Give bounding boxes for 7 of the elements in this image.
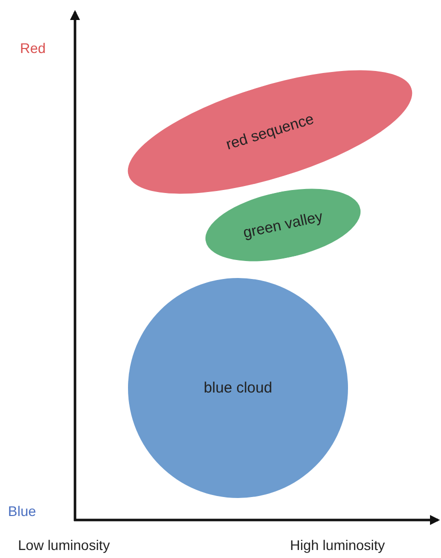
axis-end-label: High luminosity bbox=[290, 537, 385, 553]
region-label: red sequence bbox=[223, 110, 317, 156]
region-label: green valley bbox=[240, 207, 326, 244]
axis-end-label: Blue bbox=[8, 503, 36, 519]
axis-end-label: Red bbox=[20, 40, 46, 56]
axis-end-label: Low luminosity bbox=[18, 537, 110, 553]
region-label: blue cloud bbox=[202, 380, 274, 396]
